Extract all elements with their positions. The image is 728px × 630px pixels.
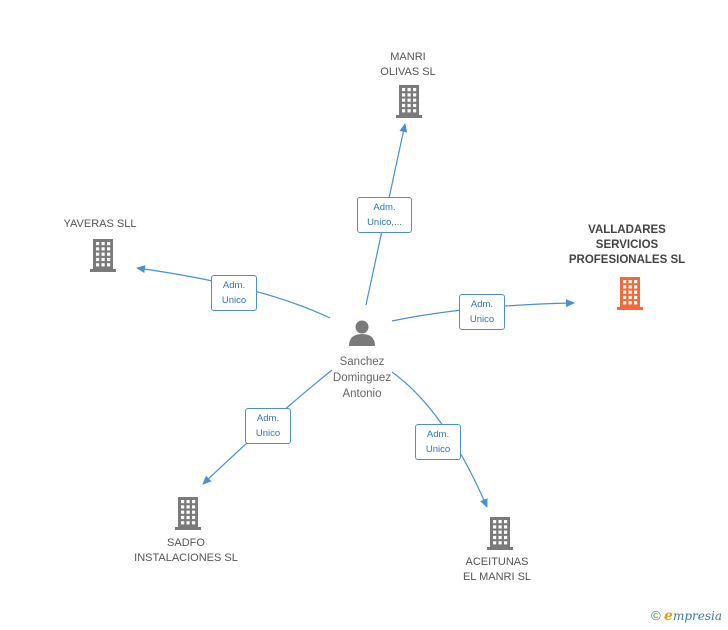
company-label-valladares[interactable]: VALLADARES SERVICIOS PROFESIONALES SL bbox=[562, 223, 692, 268]
building-icon-manri[interactable] bbox=[396, 85, 422, 118]
edge-label-line: Unico bbox=[469, 314, 495, 325]
brand-initial: e bbox=[664, 608, 673, 624]
copyright-symbol: © bbox=[651, 608, 661, 623]
company-name-line: INSTALACIONES SL bbox=[134, 552, 238, 564]
edge-label-line: Adm. bbox=[373, 202, 396, 213]
edge-label-line: Unico bbox=[255, 428, 281, 439]
building-icon-aceitunas[interactable] bbox=[487, 517, 513, 550]
edge-label-line: Adm. bbox=[470, 299, 494, 310]
company-name-line: OLIVAS SL bbox=[380, 66, 436, 78]
edge-label-line: Unico bbox=[221, 295, 247, 306]
person-name-line: Dominguez bbox=[332, 372, 392, 384]
company-label-yaveras[interactable]: YAVERAS SLL bbox=[50, 217, 150, 232]
edge-label-line: Adm. bbox=[256, 413, 280, 424]
person-name-line: Antonio bbox=[342, 388, 382, 400]
brand-logo: © empresia bbox=[651, 608, 722, 624]
edge-label-line: Unico bbox=[425, 444, 451, 455]
company-name-line: VALLADARES bbox=[588, 224, 666, 236]
edge-label-line: Adm. bbox=[222, 280, 246, 291]
building-icon-yaveras[interactable] bbox=[90, 239, 116, 272]
person-name-line: Sanchez bbox=[339, 356, 385, 368]
edge-label-yaveras[interactable]: Adm. Unico bbox=[211, 275, 257, 311]
brand-name: mpresia bbox=[672, 609, 722, 623]
company-name-line: EL MANRI SL bbox=[462, 571, 532, 583]
person-icon[interactable] bbox=[349, 320, 375, 347]
company-name-line: ACEITUNAS bbox=[465, 556, 529, 568]
company-label-sadfo[interactable]: SADFO INSTALACIONES SL bbox=[126, 536, 246, 566]
building-icon-sadfo[interactable] bbox=[175, 497, 201, 530]
edges bbox=[136, 123, 575, 508]
edge-label-line: Unico,... bbox=[367, 217, 402, 228]
company-name-line: SADFO bbox=[167, 537, 205, 549]
company-name-line: MANRI bbox=[390, 51, 426, 63]
edge-label-aceitunas[interactable]: Adm. Unico bbox=[415, 424, 461, 460]
edge-label-sadfo[interactable]: Adm. Unico bbox=[245, 408, 291, 444]
edge-label-manri[interactable]: Adm. Unico,... bbox=[357, 197, 412, 233]
company-label-manri[interactable]: MANRI OLIVAS SL bbox=[358, 50, 458, 80]
building-icon-valladares[interactable] bbox=[617, 277, 643, 310]
icons bbox=[90, 85, 643, 550]
company-name-line: SERVICIOS bbox=[595, 239, 659, 251]
company-name-line: PROFESIONALES SL bbox=[568, 254, 686, 266]
company-label-aceitunas[interactable]: ACEITUNAS EL MANRI SL bbox=[447, 555, 547, 585]
company-name-line: YAVERAS SLL bbox=[63, 218, 137, 230]
edge-label-valladares[interactable]: Adm. Unico bbox=[459, 294, 505, 330]
edge-label-line: Adm. bbox=[426, 429, 450, 440]
person-name[interactable]: Sanchez Dominguez Antonio bbox=[322, 354, 402, 402]
